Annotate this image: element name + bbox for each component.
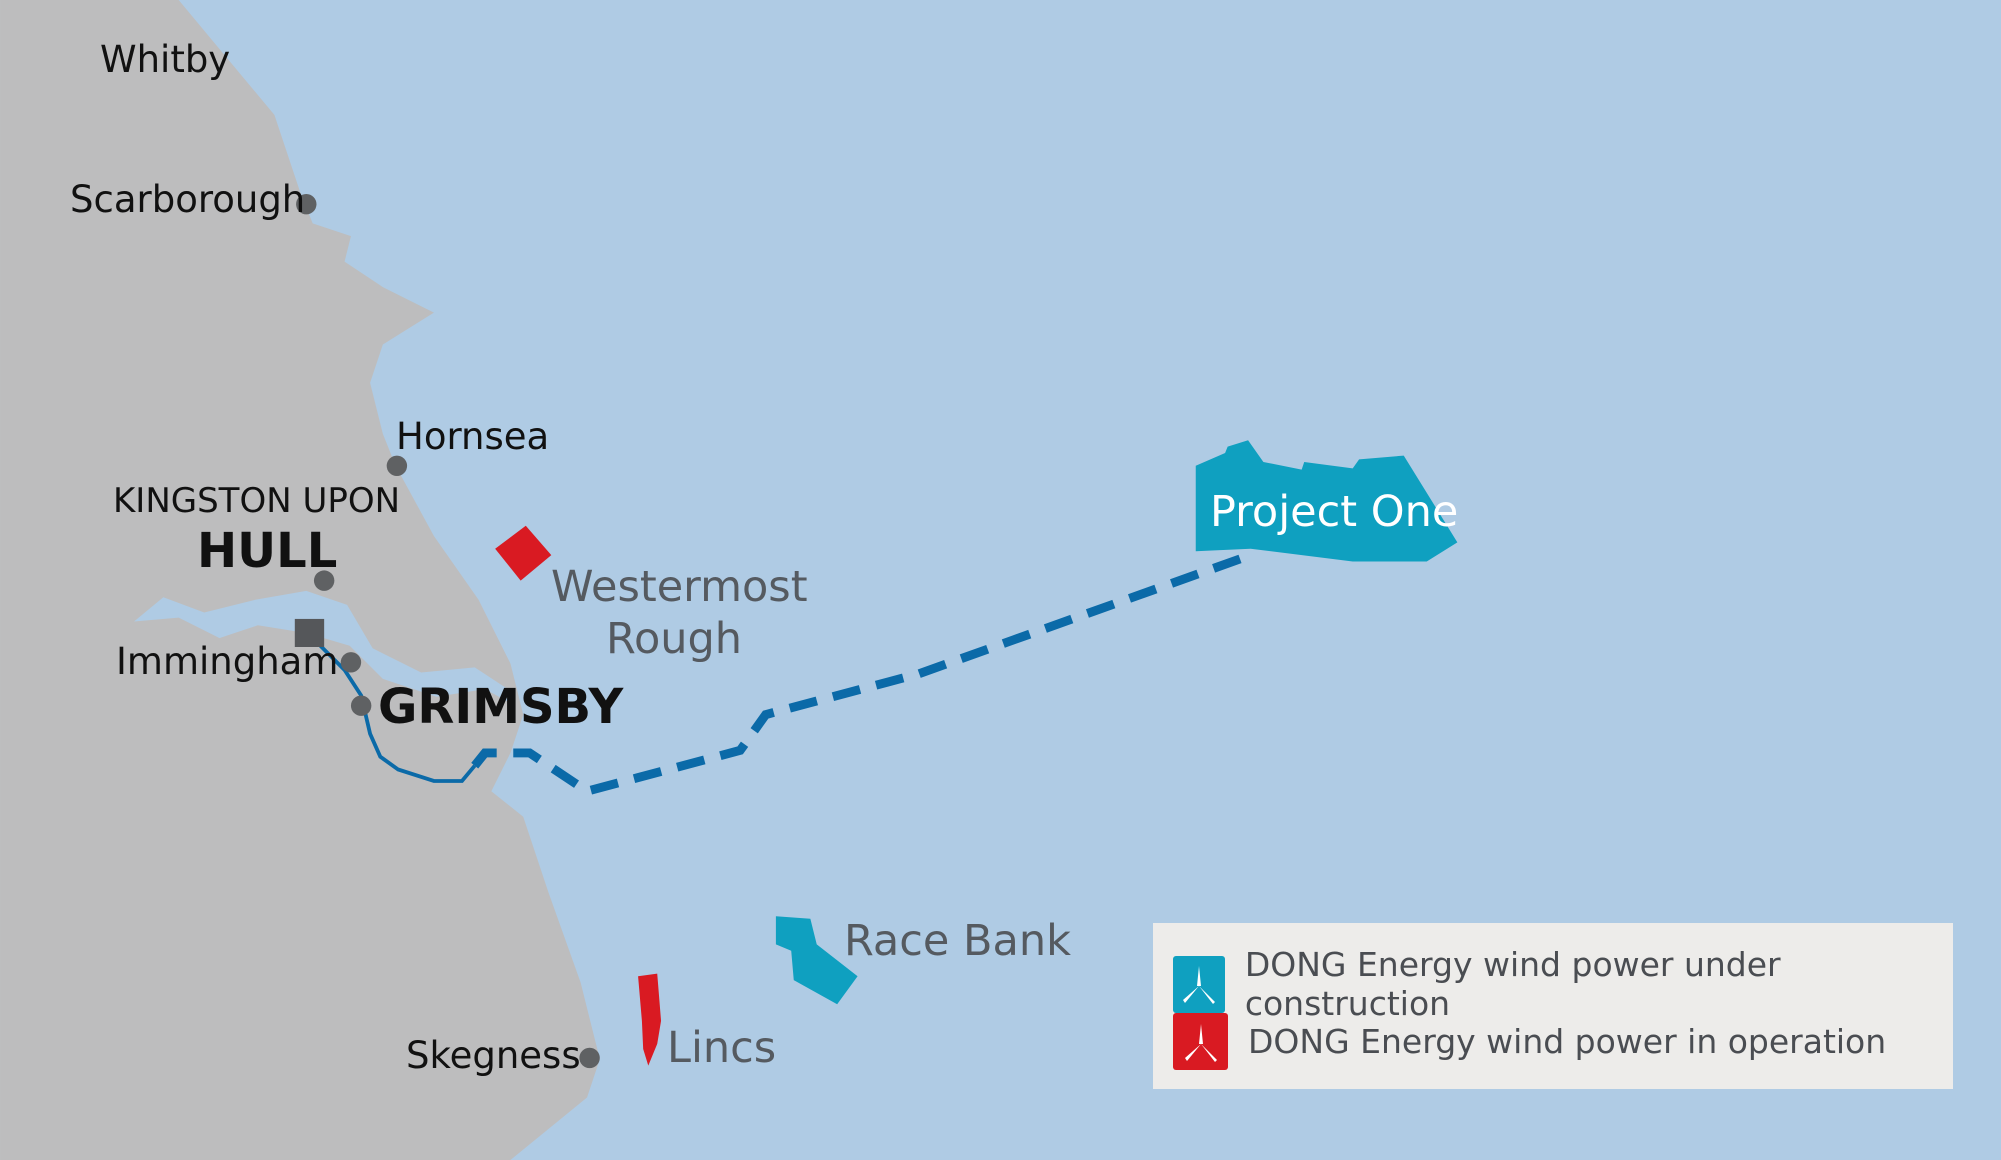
label-scarborough: Scarborough — [70, 178, 306, 221]
label-lincs: Lincs — [667, 1023, 777, 1073]
label-race-bank: Race Bank — [844, 916, 1072, 966]
humber-estuary — [134, 590, 514, 705]
wind-turbine-icon — [1173, 1013, 1228, 1070]
skegness-dot — [579, 1047, 600, 1069]
race-bank-area — [775, 916, 858, 1005]
westermost-rough-area — [495, 525, 552, 581]
label-grimsby: GRIMSBY — [378, 679, 624, 735]
hornsea-dot — [386, 455, 408, 476]
onshore-cable — [317, 643, 477, 783]
label-rough: Rough — [606, 614, 743, 664]
label-project-one: Project One — [1210, 487, 1459, 537]
legend-item-construction: DONG Energy wind power under constructio… — [1173, 945, 1953, 1023]
hull-dot — [313, 570, 335, 591]
label-immingham: Immingham — [116, 640, 339, 683]
lincs-area — [638, 973, 662, 1066]
legend-item-operation: DONG Energy wind power in operation — [1173, 1013, 1886, 1070]
land-mass — [0, 0, 600, 1160]
label-westermost: Westermost — [551, 562, 808, 612]
label-kingston-upon: KINGSTON UPON — [113, 481, 401, 521]
label-skegness: Skegness — [406, 1034, 581, 1077]
legend-label: DONG Energy wind power under constructio… — [1244, 945, 1781, 1023]
project-one-area — [1195, 440, 1458, 562]
grimsby-dot — [350, 695, 372, 716]
label-whitby: Whitby — [100, 38, 231, 81]
substation-square — [294, 618, 325, 647]
label-hull: HULL — [197, 523, 338, 579]
legend-label: DONG Energy wind power in operation — [1248, 1022, 1887, 1061]
immingham-dot — [340, 652, 362, 673]
scarborough-dot — [296, 193, 317, 215]
legend: DONG Energy wind power under constructio… — [1153, 923, 1953, 1089]
label-hornsea: Hornsea — [396, 415, 550, 458]
wind-turbine-icon — [1173, 955, 1225, 1013]
